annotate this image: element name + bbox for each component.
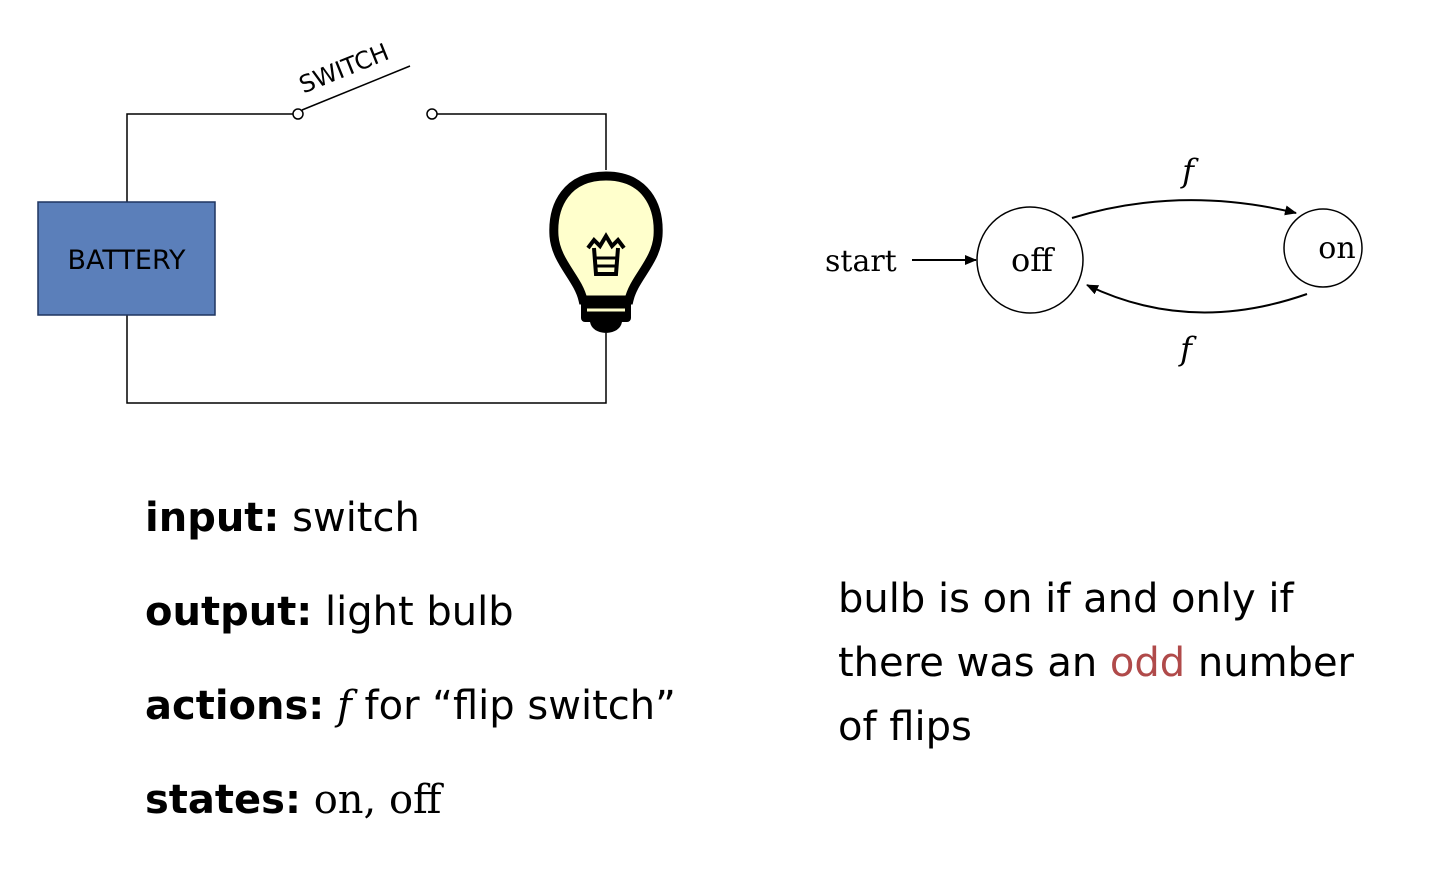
switch-contact-right bbox=[426, 108, 438, 120]
definition-output-key: output: bbox=[145, 589, 313, 635]
definition-actions-key: actions: bbox=[145, 683, 325, 729]
definition-input-key: input: bbox=[145, 495, 280, 541]
state-on bbox=[1283, 208, 1363, 288]
transition-on-to-off-label: f bbox=[1178, 330, 1197, 368]
wire-top-left bbox=[126, 113, 294, 202]
statement-line-2-before: there was an bbox=[838, 640, 1110, 686]
definition-output: output: light bulb bbox=[145, 589, 676, 636]
state-off bbox=[976, 206, 1084, 314]
parity-statement: bulb is on if and only if there was an o… bbox=[838, 567, 1428, 759]
definition-states-key: states: bbox=[145, 777, 301, 823]
definition-input: input: switch bbox=[145, 495, 676, 542]
battery-label: BATTERY bbox=[68, 245, 187, 276]
state-off-label: off bbox=[1011, 241, 1055, 279]
definition-states: states: on, off bbox=[145, 777, 676, 824]
transition-off-to-on-label: f bbox=[1180, 152, 1199, 190]
start-label: start bbox=[825, 244, 897, 279]
state-on-label: on bbox=[1318, 231, 1355, 266]
statement-line-2: there was an odd number bbox=[838, 631, 1428, 695]
battery bbox=[37, 201, 216, 316]
wire-bottom bbox=[126, 315, 607, 404]
statement-line-3: of flips bbox=[838, 704, 972, 750]
wire-top-right bbox=[436, 113, 607, 170]
statement-line-2-after: number bbox=[1185, 640, 1354, 686]
definition-actions-symbol: f bbox=[337, 683, 352, 729]
switch-contact-left bbox=[292, 108, 304, 120]
switch-lever bbox=[301, 65, 411, 111]
transition-on-to-off bbox=[1086, 284, 1308, 314]
statement-line-1: bulb is on if and only if bbox=[838, 576, 1294, 622]
definition-actions: actions: f for “flip switch” bbox=[145, 683, 676, 730]
circuit-diagram: SWITCH BATTERY bbox=[37, 38, 663, 404]
definitions-list: input: switch output: light bulb actions… bbox=[145, 495, 676, 824]
statement-highlight-odd: odd bbox=[1109, 640, 1186, 686]
definition-states-value: on, off bbox=[313, 777, 442, 823]
state-diagram: start off on f f bbox=[825, 152, 1363, 368]
definition-actions-value: for “flip switch” bbox=[364, 683, 676, 729]
transition-off-to-on bbox=[1071, 199, 1297, 219]
light-bulb-icon bbox=[549, 171, 663, 333]
definition-input-value: switch bbox=[292, 495, 420, 541]
definition-output-value: light bulb bbox=[325, 589, 514, 635]
switch-label: SWITCH bbox=[295, 38, 393, 99]
